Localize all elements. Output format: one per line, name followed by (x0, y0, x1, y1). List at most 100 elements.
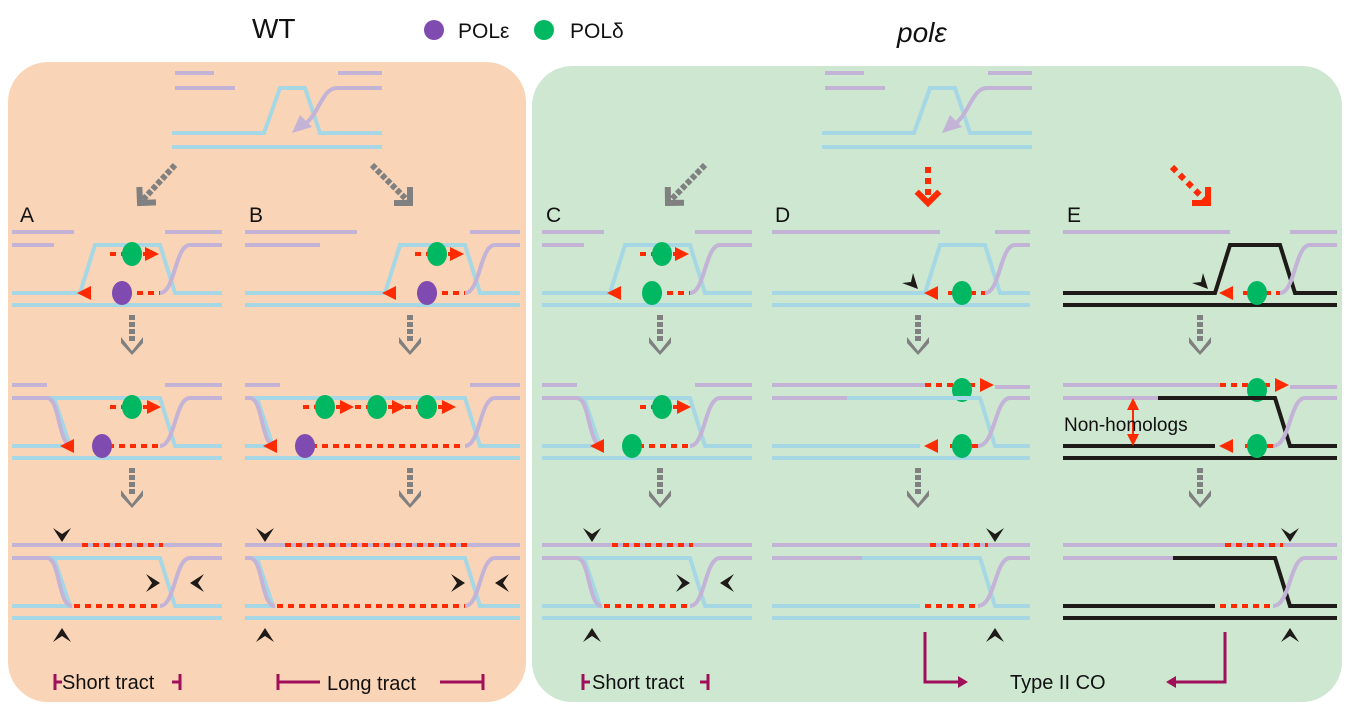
pol-epsilon-icon (112, 281, 132, 305)
dna-strand (159, 556, 222, 608)
non-homologs-label: Non-homologs (1064, 415, 1188, 436)
pol-epsilon-icon (92, 434, 112, 458)
dna-strand (54, 556, 222, 608)
synthesis-direction-arrowhead-icon (1219, 286, 1233, 300)
junction-arrowhead-icon (146, 574, 160, 592)
panel-label-e: E (1067, 204, 1081, 227)
junction-arrowhead-icon (720, 574, 734, 592)
process-arrow-down-icon (649, 490, 671, 508)
junction-arrowhead-icon (986, 528, 1004, 542)
junction-arrowhead-icon (256, 528, 274, 542)
panel-label-c: C (546, 204, 561, 227)
dna-strand (689, 243, 752, 295)
junction-arrowhead-icon (583, 528, 601, 542)
junction-arrowhead-icon (495, 574, 509, 592)
pol-delta-icon (122, 242, 142, 266)
process-arrow-down-icon (121, 490, 143, 508)
pol-delta-icon (652, 395, 672, 419)
dna-strand (1173, 556, 1337, 608)
type-ii-co-label: Type II CO (1010, 672, 1106, 694)
synthesis-direction-arrowhead-icon (450, 247, 464, 261)
synthesis-direction-arrowhead-icon (147, 400, 161, 414)
pol-epsilon-icon (417, 281, 437, 305)
process-arrow-down-icon (121, 337, 143, 355)
process-arrow-stem (1169, 164, 1211, 206)
synthesis-direction-arrowhead-icon (145, 247, 159, 261)
long-tract-label-b: Long tract (327, 673, 416, 695)
dna-strand (952, 86, 1032, 127)
panel-label-b: B (249, 204, 263, 227)
process-arrow-stem (369, 162, 413, 206)
pol-delta-icon (427, 242, 447, 266)
pol-delta-icon (652, 242, 672, 266)
process-arrow-head-icon (914, 189, 942, 208)
pol-epsilon-legend-label: POLε (458, 20, 509, 43)
dna-strand (1272, 556, 1337, 608)
dna-strand (862, 556, 1030, 608)
dna-strand (584, 396, 752, 448)
dna-strand (257, 396, 520, 448)
synthesis-direction-arrowhead-icon (382, 286, 396, 300)
synthesis-direction-arrowhead-icon (263, 439, 277, 453)
pol-delta-icon (952, 281, 972, 305)
junction-arrowhead-icon (902, 273, 918, 289)
pol-delta-icon (642, 281, 662, 305)
dna-strand (542, 556, 603, 608)
synthesis-direction-arrowhead-icon (1275, 378, 1289, 392)
double-arrow-head-icon (1127, 398, 1139, 410)
dna-strand (822, 86, 1032, 135)
dna-strand (1158, 396, 1337, 448)
pol-epsilon-legend-icon (424, 20, 444, 40)
panel-label-d: D (775, 204, 790, 227)
pol-epsilon-icon (295, 434, 315, 458)
short-tract-label-c: Short tract (592, 672, 685, 694)
junction-arrowhead-icon (256, 628, 274, 642)
process-arrow-down-icon (907, 337, 929, 355)
wt-panel-background (8, 62, 526, 702)
type-ii-co-arrowhead-icon (958, 676, 968, 688)
pol-delta-icon (122, 395, 142, 419)
dna-strand (977, 396, 1030, 448)
pol-delta-icon (417, 395, 437, 419)
synthesis-direction-arrowhead-icon (60, 439, 74, 453)
dna-strand (1272, 396, 1337, 448)
mutant-title: polε (896, 17, 947, 48)
dna-strand (245, 556, 276, 608)
dna-strand (847, 396, 1030, 448)
pol-delta-icon (315, 395, 335, 419)
double-arrow-head-icon (1127, 434, 1139, 446)
wt-title: WT (252, 13, 296, 44)
process-arrow-down-icon (1189, 337, 1211, 355)
pol-delta-legend-label: POLδ (570, 20, 624, 43)
dna-strand (984, 243, 1030, 295)
dna-strand (159, 396, 222, 448)
type-ii-co-arrow (923, 632, 962, 684)
pol-delta-icon (1247, 281, 1267, 305)
dna-strand (172, 86, 382, 135)
dna-strand (464, 556, 520, 608)
process-arrow-stem (665, 162, 708, 206)
process-arrow-head-icon (664, 186, 685, 207)
synthesis-direction-arrowhead-icon (1219, 439, 1233, 453)
junction-arrowhead-icon (1281, 528, 1299, 542)
synthesis-direction-arrowhead-icon (677, 400, 691, 414)
dna-strand (257, 556, 520, 608)
panel-label-a: A (20, 204, 34, 227)
pol-delta-icon (622, 434, 642, 458)
junction-arrowhead-icon (451, 574, 465, 592)
junction-arrowhead-icon (583, 628, 601, 642)
process-arrow-down-icon (399, 337, 421, 355)
junction-arrowhead-icon (190, 574, 204, 592)
dna-strand (977, 556, 1030, 608)
process-arrow-head-icon (1192, 187, 1211, 206)
synthesis-direction-arrowhead-icon (77, 286, 91, 300)
invasion-arrowhead-icon (942, 115, 962, 133)
synthesis-direction-arrowhead-icon (924, 286, 938, 300)
dna-strand (689, 556, 752, 608)
process-arrow-down-icon (907, 490, 929, 508)
dna-strand (584, 556, 752, 608)
type-ii-co-arrow (1172, 632, 1227, 684)
synthesis-direction-arrowhead-icon (924, 439, 938, 453)
dna-strand (464, 396, 520, 448)
junction-arrowhead-icon (53, 528, 71, 542)
